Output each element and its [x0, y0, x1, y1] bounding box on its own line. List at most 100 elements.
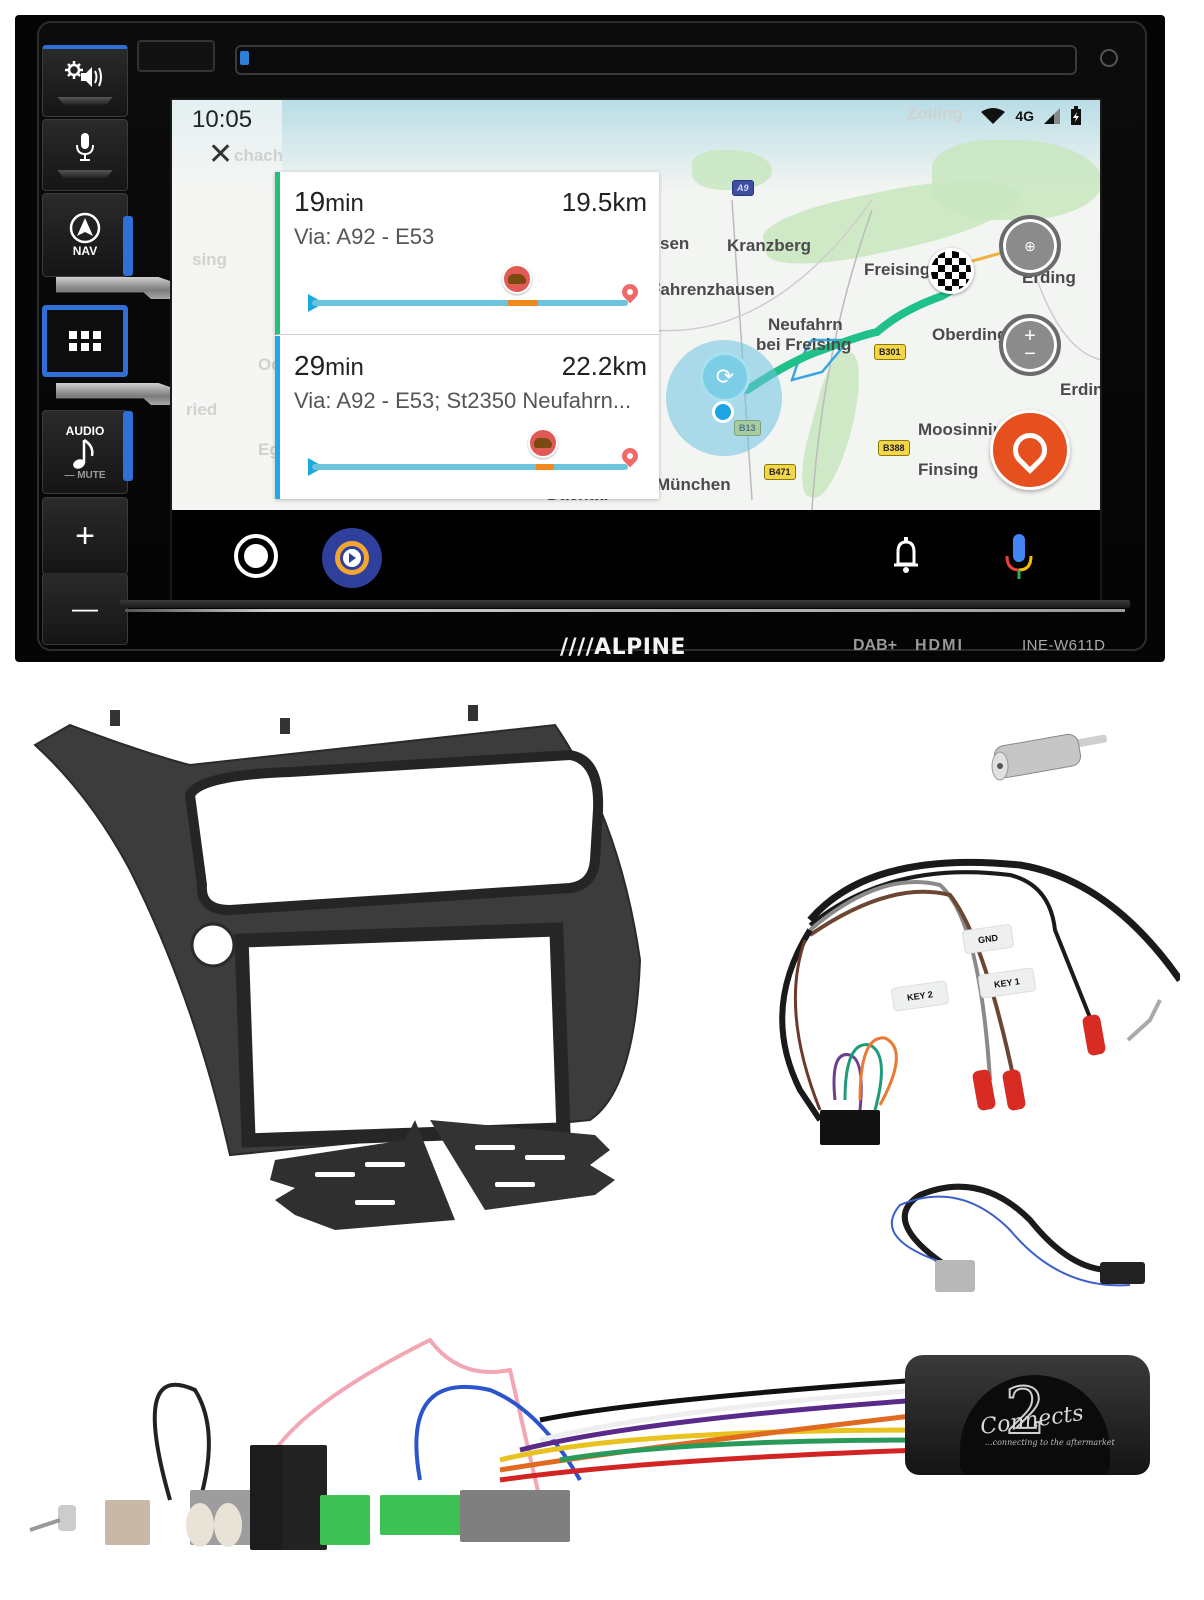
traffic-jam-icon — [502, 264, 532, 294]
blue-accent-strip — [123, 216, 133, 276]
close-button[interactable]: ✕ — [208, 138, 234, 171]
zoom-out-icon[interactable]: − — [1024, 343, 1036, 365]
map-left-fade — [172, 100, 282, 510]
compass-icon: ⊕ — [1024, 238, 1036, 254]
road-badge: B471 — [764, 464, 796, 480]
destination-flag-icon — [928, 248, 974, 294]
volume-down-button[interactable]: — — [42, 573, 128, 645]
microphone-icon — [76, 133, 94, 161]
hdmi-logo: HDMI — [915, 637, 964, 654]
place-label: Fahrenzhausen — [650, 280, 775, 299]
place-label: Oberding — [932, 325, 1008, 344]
place-label: sing — [192, 250, 227, 269]
place-label: bei Freising — [756, 335, 852, 354]
google-mic-icon[interactable] — [1002, 532, 1036, 582]
steering-interface-module — [905, 1355, 1150, 1475]
current-location-dot — [712, 401, 734, 423]
route-option-2[interactable]: 29min 22.2km Via: A92 - E53; St2350 Neuf… — [275, 336, 659, 499]
place-label: sen — [660, 234, 690, 253]
mute-label: — MUTE — [64, 469, 106, 481]
screen-bottom-trim — [120, 600, 1130, 608]
music-note-icon — [73, 438, 94, 469]
interface-logo-number: 2 — [1004, 1374, 1047, 1450]
plus-icon: + — [75, 516, 95, 555]
map-view[interactable]: Zolling chach sing Od ried Eg sen Kranzb… — [172, 100, 1102, 510]
battery-charging-icon — [1071, 106, 1081, 125]
route-progress-track — [312, 300, 628, 306]
compass-button[interactable]: ⊕ — [999, 215, 1061, 277]
route-distance: 19.5km — [561, 187, 647, 217]
audio-label: AUDIO — [65, 423, 105, 438]
place-label: ried — [186, 400, 218, 419]
place-label: Eg — [258, 440, 280, 459]
settings-volume-button[interactable] — [42, 45, 128, 117]
recenter-button[interactable]: ⟳ — [700, 352, 750, 402]
nav-label: NAV — [72, 244, 98, 258]
place-label: Erdin — [1060, 380, 1102, 399]
hardware-button-panel: NAV AUDIO — MUTE + — — [42, 45, 181, 645]
model-number: INE-W611D — [1022, 637, 1106, 654]
disc-slot — [235, 45, 1077, 75]
road-badge: B301 — [874, 344, 906, 360]
place-label: chach — [234, 146, 284, 165]
route-progress-track — [312, 464, 628, 470]
place-label: Neufahrn — [768, 315, 843, 334]
minus-icon: — — [72, 593, 98, 623]
route-duration-unit: min — [325, 354, 364, 381]
route-duration-unit: min — [325, 190, 364, 217]
bell-icon[interactable] — [890, 536, 922, 576]
signal-icon — [1044, 108, 1060, 124]
place-label: Moosinning — [918, 420, 1014, 439]
zoom-in-icon[interactable]: + — [1024, 325, 1036, 347]
route-via: Via: A92 - E53; St2350 Neufahrn... — [294, 388, 632, 413]
route-options-panel: 19min 19.5km Via: A92 - E53 29min 22.2km — [275, 172, 659, 499]
chrome-trim — [56, 383, 181, 405]
place-label: Zolling — [907, 104, 963, 123]
road-badge: B388 — [878, 440, 910, 456]
place-label: München — [656, 475, 731, 494]
report-pin-icon — [1005, 425, 1055, 475]
route-duration: 19 — [294, 186, 326, 217]
disc-led — [240, 51, 249, 65]
clock: 10:05 — [192, 106, 253, 133]
menu-button[interactable] — [42, 305, 128, 377]
place-label: Kranzberg — [727, 236, 812, 255]
route-duration: 29 — [294, 350, 326, 381]
grid-icon — [69, 331, 101, 351]
road-badge: A9 — [732, 180, 754, 196]
head-unit: NAV AUDIO — MUTE + — — [15, 15, 1165, 662]
zoom-control[interactable]: + − — [999, 314, 1061, 376]
button-ledge — [57, 170, 113, 178]
touchscreen[interactable]: Zolling chach sing Od ried Eg sen Kranzb… — [170, 98, 1102, 604]
media-app-button[interactable] — [322, 528, 382, 588]
nav-button[interactable]: NAV — [42, 193, 133, 277]
map-forest — [932, 140, 1100, 220]
mounting-brackets — [270, 1120, 615, 1230]
status-icons: 4G — [981, 106, 1082, 126]
place-label: Finsing — [918, 460, 979, 479]
antenna-adapter — [991, 733, 1107, 781]
chrome-trim — [56, 277, 181, 299]
wifi-icon — [981, 108, 1006, 124]
report-button[interactable] — [990, 410, 1070, 490]
antenna-lead — [890, 1183, 1145, 1292]
traffic-jam-segment — [508, 300, 538, 306]
audio-mute-button[interactable]: AUDIO — MUTE — [42, 410, 133, 494]
iso-wiring-harness — [29, 1337, 921, 1550]
interface-tagline: ...connecting to the aftermarket — [985, 1438, 1115, 1447]
home-button[interactable] — [234, 534, 278, 578]
route-distance: 22.2km — [561, 351, 647, 381]
reroute-arrow-icon: ⟳ — [715, 364, 735, 389]
volume-up-button[interactable]: + — [42, 497, 128, 575]
waze-player-icon — [335, 541, 369, 575]
route-option-1[interactable]: 19min 19.5km Via: A92 - E53 — [275, 172, 659, 335]
reset-button[interactable] — [1100, 49, 1118, 67]
network-type: 4G — [1015, 108, 1034, 124]
gear-speaker-icon — [65, 60, 102, 87]
brand-logo: ////ALPINE — [560, 635, 686, 660]
steering-control-harness — [779, 858, 1180, 1145]
fascia-panel — [33, 705, 642, 1157]
traffic-jam-icon — [528, 428, 558, 458]
android-auto-bar — [172, 510, 1100, 602]
voice-button[interactable] — [42, 119, 128, 191]
